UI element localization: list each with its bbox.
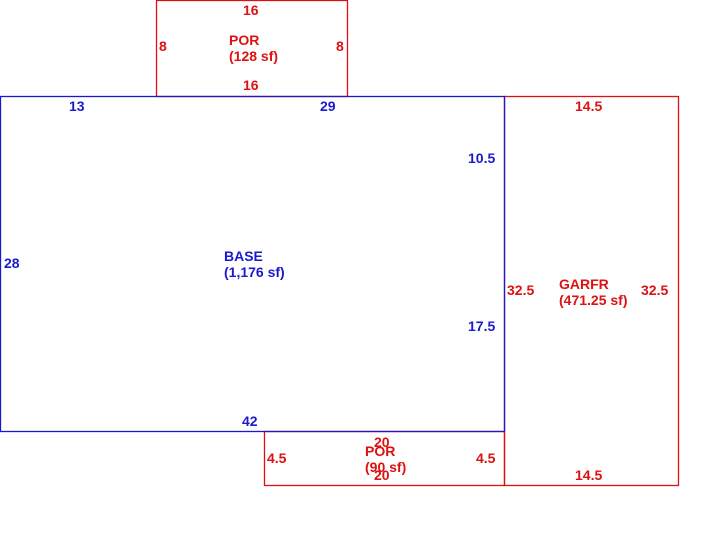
porch-top-area-label: POR (128 sf)	[229, 32, 278, 64]
porch-bottom-area-label: POR (90 sf)	[365, 443, 406, 475]
base-dim-right-lower: 17.5	[468, 318, 496, 334]
porch-bottom-dim-bottom: 20	[374, 467, 390, 483]
porch-top-area-size: (128 sf)	[229, 48, 279, 64]
base-dim-bottom: 42	[242, 413, 258, 429]
base-dim-left: 28	[4, 255, 20, 271]
garage-dim-right: 32.5	[641, 282, 669, 298]
base-dim-top-left: 13	[69, 98, 85, 114]
garage-area-label: GARFR (471.25 sf)	[559, 276, 627, 308]
porch-bottom-area-size: (90 sf)	[365, 459, 407, 475]
base-outline	[0, 95, 506, 433]
garage-dim-left: 32.5	[507, 282, 535, 298]
base-area-label: BASE (1,176 sf)	[224, 248, 285, 280]
base-area-size: (1,176 sf)	[224, 264, 285, 280]
porch-bottom-area-name: POR	[365, 443, 396, 459]
porch-bottom-dim-right: 4.5	[476, 450, 496, 466]
porch-bottom-dim-top: 20	[374, 434, 390, 450]
porch-top-dim-bottom: 16	[243, 77, 259, 93]
porch-top-area-name: POR	[229, 32, 260, 48]
porch-top-dim-right: 8	[336, 38, 344, 54]
base-dim-top-right: 29	[320, 98, 336, 114]
porch-top-dim-left: 8	[159, 38, 167, 54]
porch-top-dim-top: 16	[243, 2, 259, 18]
porch-bottom-dim-left: 4.5	[267, 450, 287, 466]
base-area-name: BASE	[224, 248, 263, 264]
garage-dim-bottom: 14.5	[575, 467, 603, 483]
garage-area-size: (471.25 sf)	[559, 292, 628, 308]
base-dim-right-upper: 10.5	[468, 150, 496, 166]
garage-dim-top: 14.5	[575, 98, 603, 114]
garage-area-name: GARFR	[559, 276, 609, 292]
